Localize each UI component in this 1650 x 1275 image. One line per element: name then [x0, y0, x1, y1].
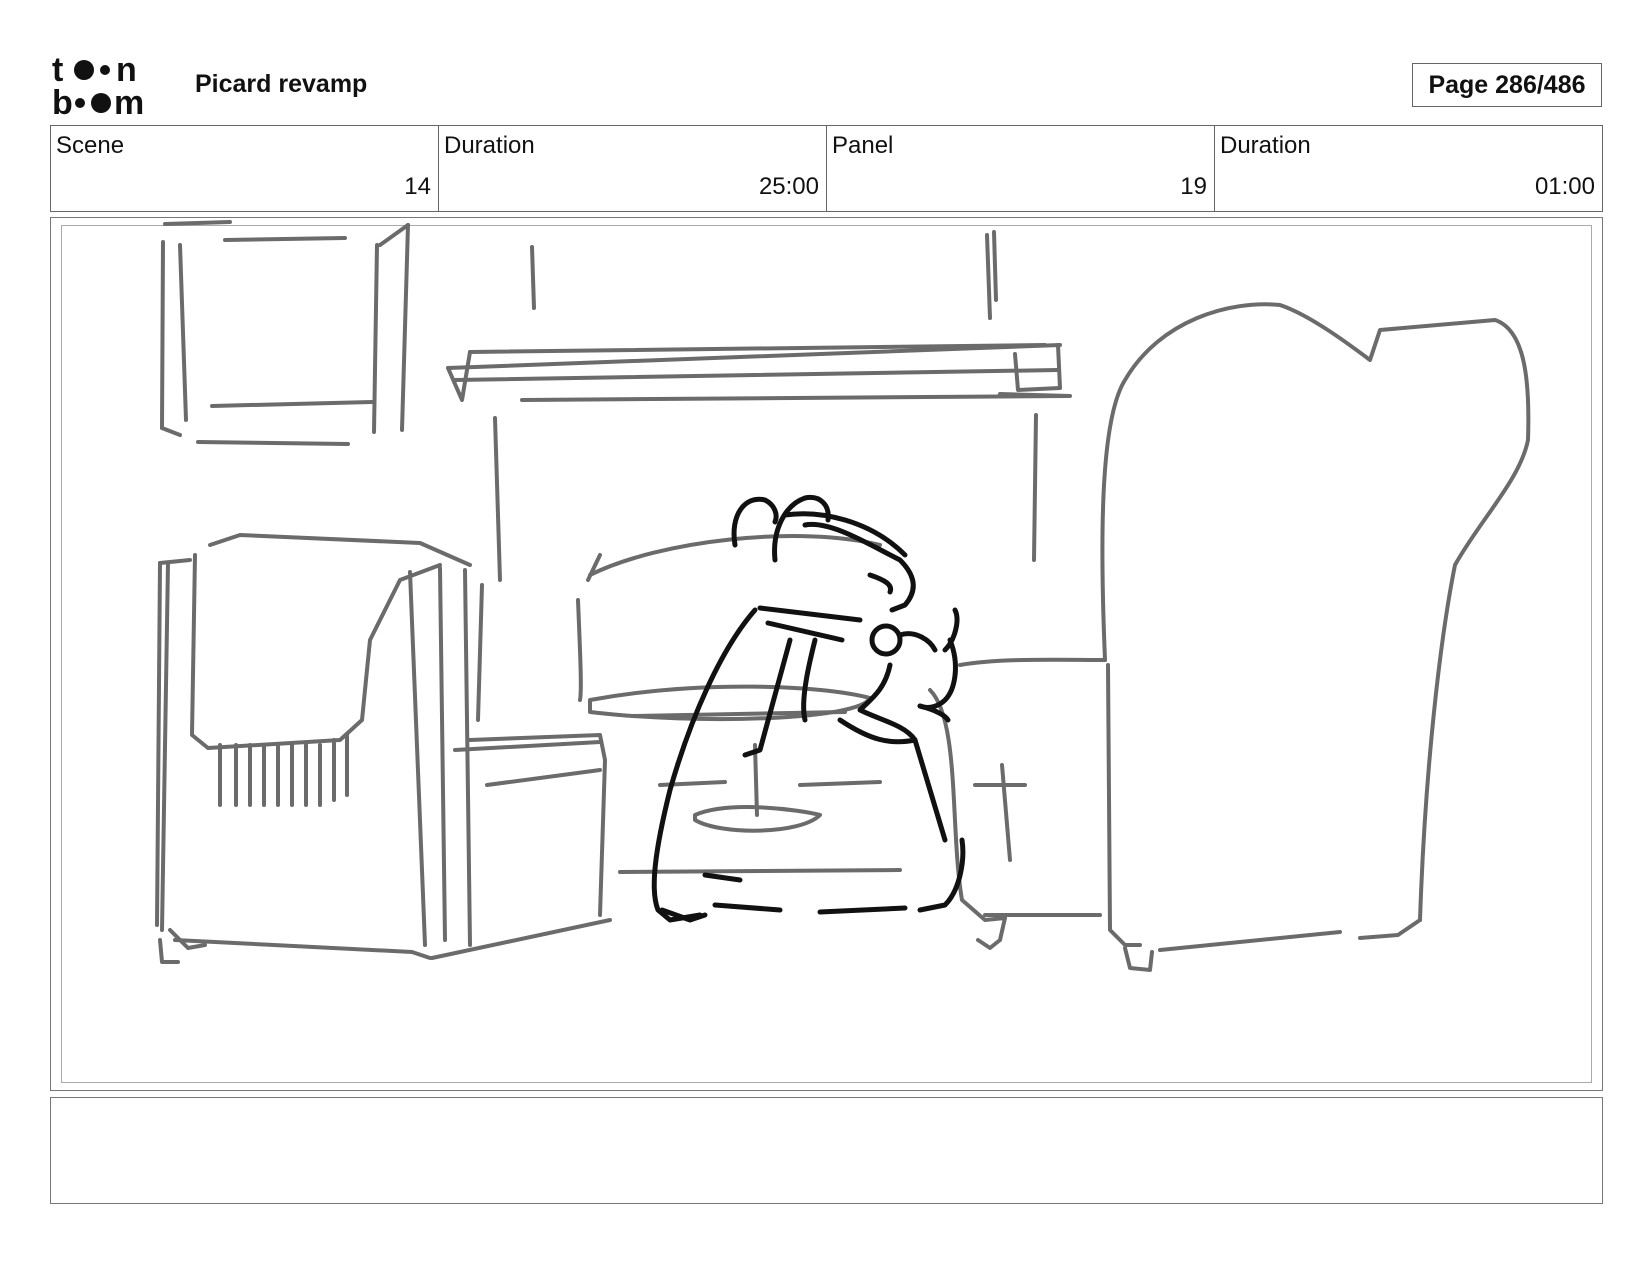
- scene-info-table: Scene 14 Duration 25:00 Panel 19 Duratio…: [50, 125, 1603, 212]
- project-title: Picard revamp: [195, 70, 368, 98]
- scene-value: 14: [404, 173, 431, 200]
- character-sketch: [651, 494, 966, 923]
- scene-duration-label: Duration: [444, 132, 535, 159]
- svg-text:b: b: [52, 84, 73, 116]
- scene-label: Scene: [56, 132, 125, 159]
- scene-duration-value: 25:00: [758, 173, 819, 200]
- storyboard-panel-frame: [50, 217, 1603, 1091]
- panel-notes-box: [50, 1097, 1603, 1204]
- scene-cell: Scene 14: [51, 126, 439, 211]
- panel-duration-label: Duration: [1220, 132, 1311, 159]
- panel-label: Panel: [832, 132, 894, 159]
- panel-duration-cell: Duration 01:00: [1215, 126, 1602, 211]
- panel-duration-value: 01:00: [1534, 173, 1595, 200]
- panel-value: 19: [1180, 173, 1207, 200]
- background-sketch: [155, 220, 1531, 972]
- toon-boom-logo: t n b m: [52, 52, 144, 116]
- svg-text:t: t: [52, 52, 63, 89]
- panel-cell: Panel 19: [827, 126, 1215, 211]
- page-indicator: Page 286/486: [1412, 63, 1602, 107]
- svg-text:m: m: [114, 84, 144, 116]
- storyboard-panel-safe-area: [61, 225, 1592, 1083]
- svg-text:n: n: [116, 52, 137, 89]
- scene-duration-cell: Duration 25:00: [439, 126, 827, 211]
